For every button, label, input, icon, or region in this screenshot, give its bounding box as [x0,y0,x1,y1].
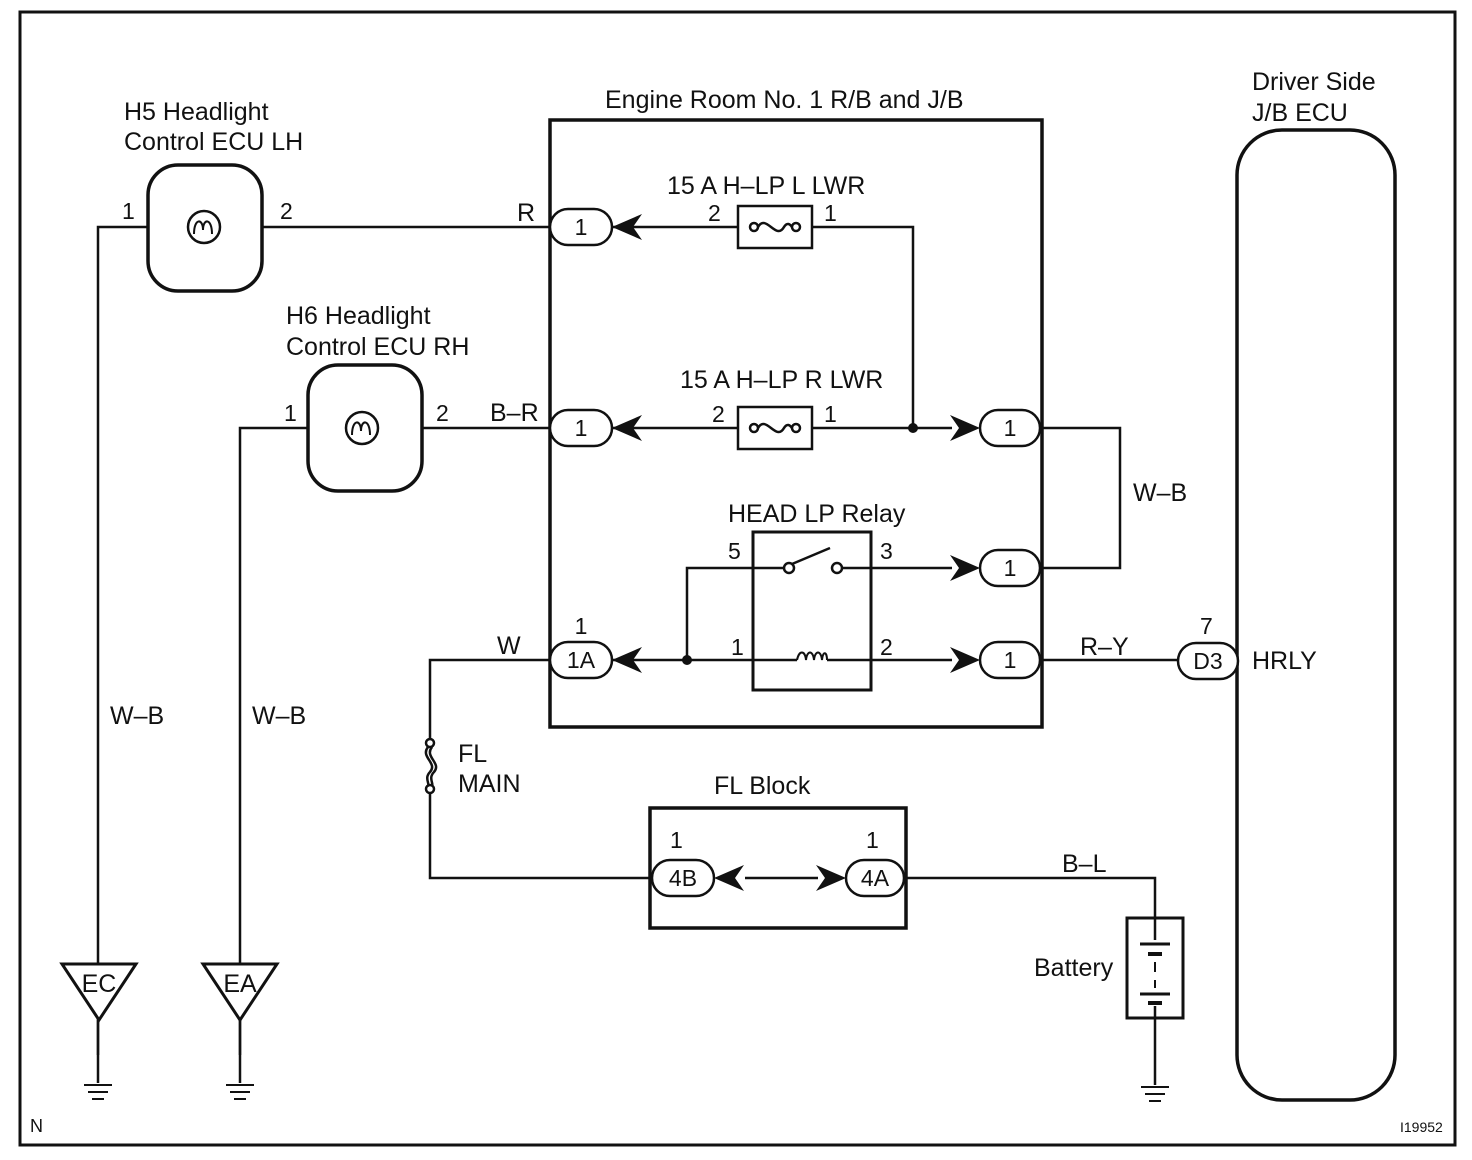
svg-text:2: 2 [880,634,893,660]
svg-text:1A: 1A [567,647,596,673]
svg-text:2: 2 [708,200,721,226]
head-lp-relay: HEAD LP Relay 5 3 1 2 [728,500,906,692]
svg-text:1: 1 [284,400,297,426]
svg-text:1: 1 [575,415,588,441]
ground-ea: EA [200,962,280,1100]
svg-text:J/B ECU: J/B ECU [1252,99,1348,127]
rb-connector-1a: 1A 1 [548,613,642,680]
rb-connector-left-mid: 1 [548,408,642,448]
h6-headlight-control-ecu-rh: H6 Headlight Control ECU RH 1 2 [284,302,469,493]
svg-text:1: 1 [1004,415,1017,441]
svg-text:7: 7 [1200,613,1213,639]
svg-text:HRLY: HRLY [1252,647,1317,675]
svg-text:1: 1 [575,214,588,240]
fuse-h-lp-l-lwr: 15 A H–LP L LWR 2 1 [667,172,865,250]
svg-text:15 A H–LP R LWR: 15 A H–LP R LWR [680,366,883,394]
wire-color-r-y: R–Y [1080,633,1129,661]
wire-color-w: W [497,632,521,660]
svg-text:HEAD LP Relay: HEAD LP Relay [728,500,906,528]
rb-connector-right-3: 1 [950,640,1042,680]
junction-dot [682,655,692,665]
svg-text:EA: EA [223,970,257,998]
fuse-h-lp-r-lwr: 15 A H–LP R LWR 2 1 [680,366,883,451]
h5-headlight-control-ecu-lh: H5 Headlight Control ECU LH 1 2 [122,98,303,293]
svg-text:2: 2 [712,401,725,427]
rb-connector-right-1: 1 [950,408,1042,448]
wire-color-h5-ground: W–B [110,702,164,730]
rb-connector-right-2: 1 [950,548,1042,588]
rb-connector-left-top: 1 [548,207,642,247]
fl-block: FL Block 4B 1 4A 1 [648,772,908,930]
svg-text:5: 5 [728,538,741,564]
svg-text:H6 Headlight: H6 Headlight [286,302,431,330]
svg-text:1: 1 [824,200,837,226]
svg-text:Control ECU RH: Control ECU RH [286,333,469,361]
svg-text:1: 1 [731,634,744,660]
diagram-frame [18,10,1457,1147]
svg-text:1: 1 [575,613,588,639]
engine-room-rb-title: Engine Room No. 1 R/B and J/B [605,86,964,114]
svg-text:Driver Side: Driver Side [1252,68,1376,96]
wire-color-h6-ground: W–B [252,702,306,730]
svg-text:1: 1 [670,827,683,853]
svg-text:4B: 4B [669,865,697,891]
svg-text:1: 1 [1004,555,1017,581]
svg-text:EC: EC [82,970,117,998]
driver-side-jb-ecu: Driver Side J/B ECU D3 7 HRLY [1176,68,1397,1102]
svg-text:4A: 4A [861,865,890,891]
fl-main-fusible-link: FL MAIN [424,737,521,798]
svg-text:3: 3 [880,538,893,564]
svg-text:FL Block: FL Block [714,772,811,800]
svg-text:15 A H–LP L LWR: 15 A H–LP L LWR [667,172,865,200]
svg-text:1: 1 [824,401,837,427]
wire-color-w-b-loop: W–B [1133,479,1187,507]
wire-color-r: R [517,199,535,227]
svg-text:Control ECU LH: Control ECU LH [124,128,303,156]
svg-text:1: 1 [866,827,879,853]
svg-text:1: 1 [122,198,135,224]
svg-text:1: 1 [1004,647,1017,673]
wires [96,225,1178,1085]
ground-ec: EC [59,962,139,1100]
ground-battery [1141,1086,1169,1102]
figure-code: I19952 [1400,1119,1443,1135]
svg-text:FL: FL [458,740,487,768]
junction-dot [908,423,918,433]
svg-text:MAIN: MAIN [458,770,521,798]
svg-text:Battery: Battery [1034,954,1114,982]
corner-mark: N [30,1116,43,1136]
svg-text:2: 2 [280,198,293,224]
battery: Battery [1034,916,1185,1020]
svg-text:D3: D3 [1193,648,1222,674]
svg-text:2: 2 [436,400,449,426]
wire-color-b-r: B–R [490,399,539,427]
wire-color-b-l: B–L [1062,850,1107,878]
svg-text:H5 Headlight: H5 Headlight [124,98,269,126]
